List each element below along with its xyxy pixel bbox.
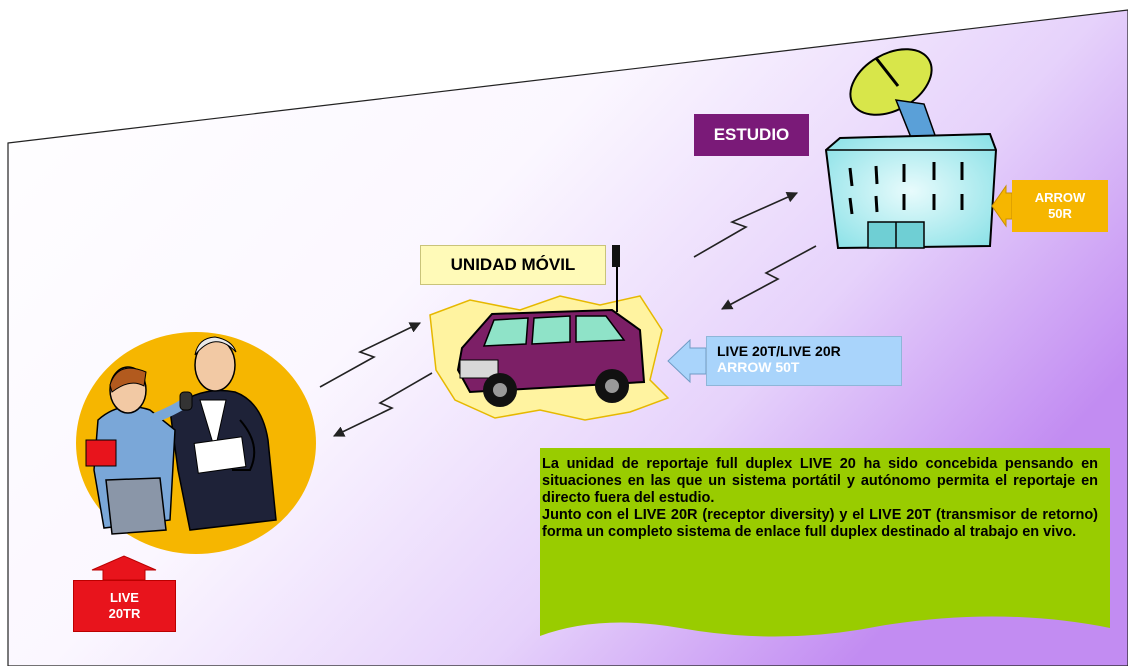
description-paragraph-2: Junto con el LIVE 20R (receptor diversit… <box>542 507 1098 541</box>
arrow-50r-line1: ARROW <box>1035 190 1086 206</box>
description-box: La unidad de reportaje full duplex LIVE … <box>542 456 1098 541</box>
reporter-interview-illustration <box>76 332 316 554</box>
live-20tr-label: LIVE 20TR <box>73 580 176 632</box>
arrow-50r-line2: 50R <box>1048 206 1072 222</box>
live-20tr-line1: LIVE <box>110 590 139 606</box>
arrow-50r-label: ARROW 50R <box>1012 180 1108 232</box>
unidad-movil-label: UNIDAD MÓVIL <box>420 245 606 285</box>
live-20t-20r-text: LIVE 20T/LIVE 20R <box>717 343 901 359</box>
live-20tr-line2: 20TR <box>109 606 141 622</box>
description-paragraph-1: La unidad de reportaje full duplex LIVE … <box>542 456 1098 507</box>
live-20t-20r-label: LIVE 20T/LIVE 20R ARROW 50T <box>706 336 902 386</box>
arrow-50t-text: ARROW 50T <box>717 359 901 375</box>
estudio-label: ESTUDIO <box>694 114 809 156</box>
